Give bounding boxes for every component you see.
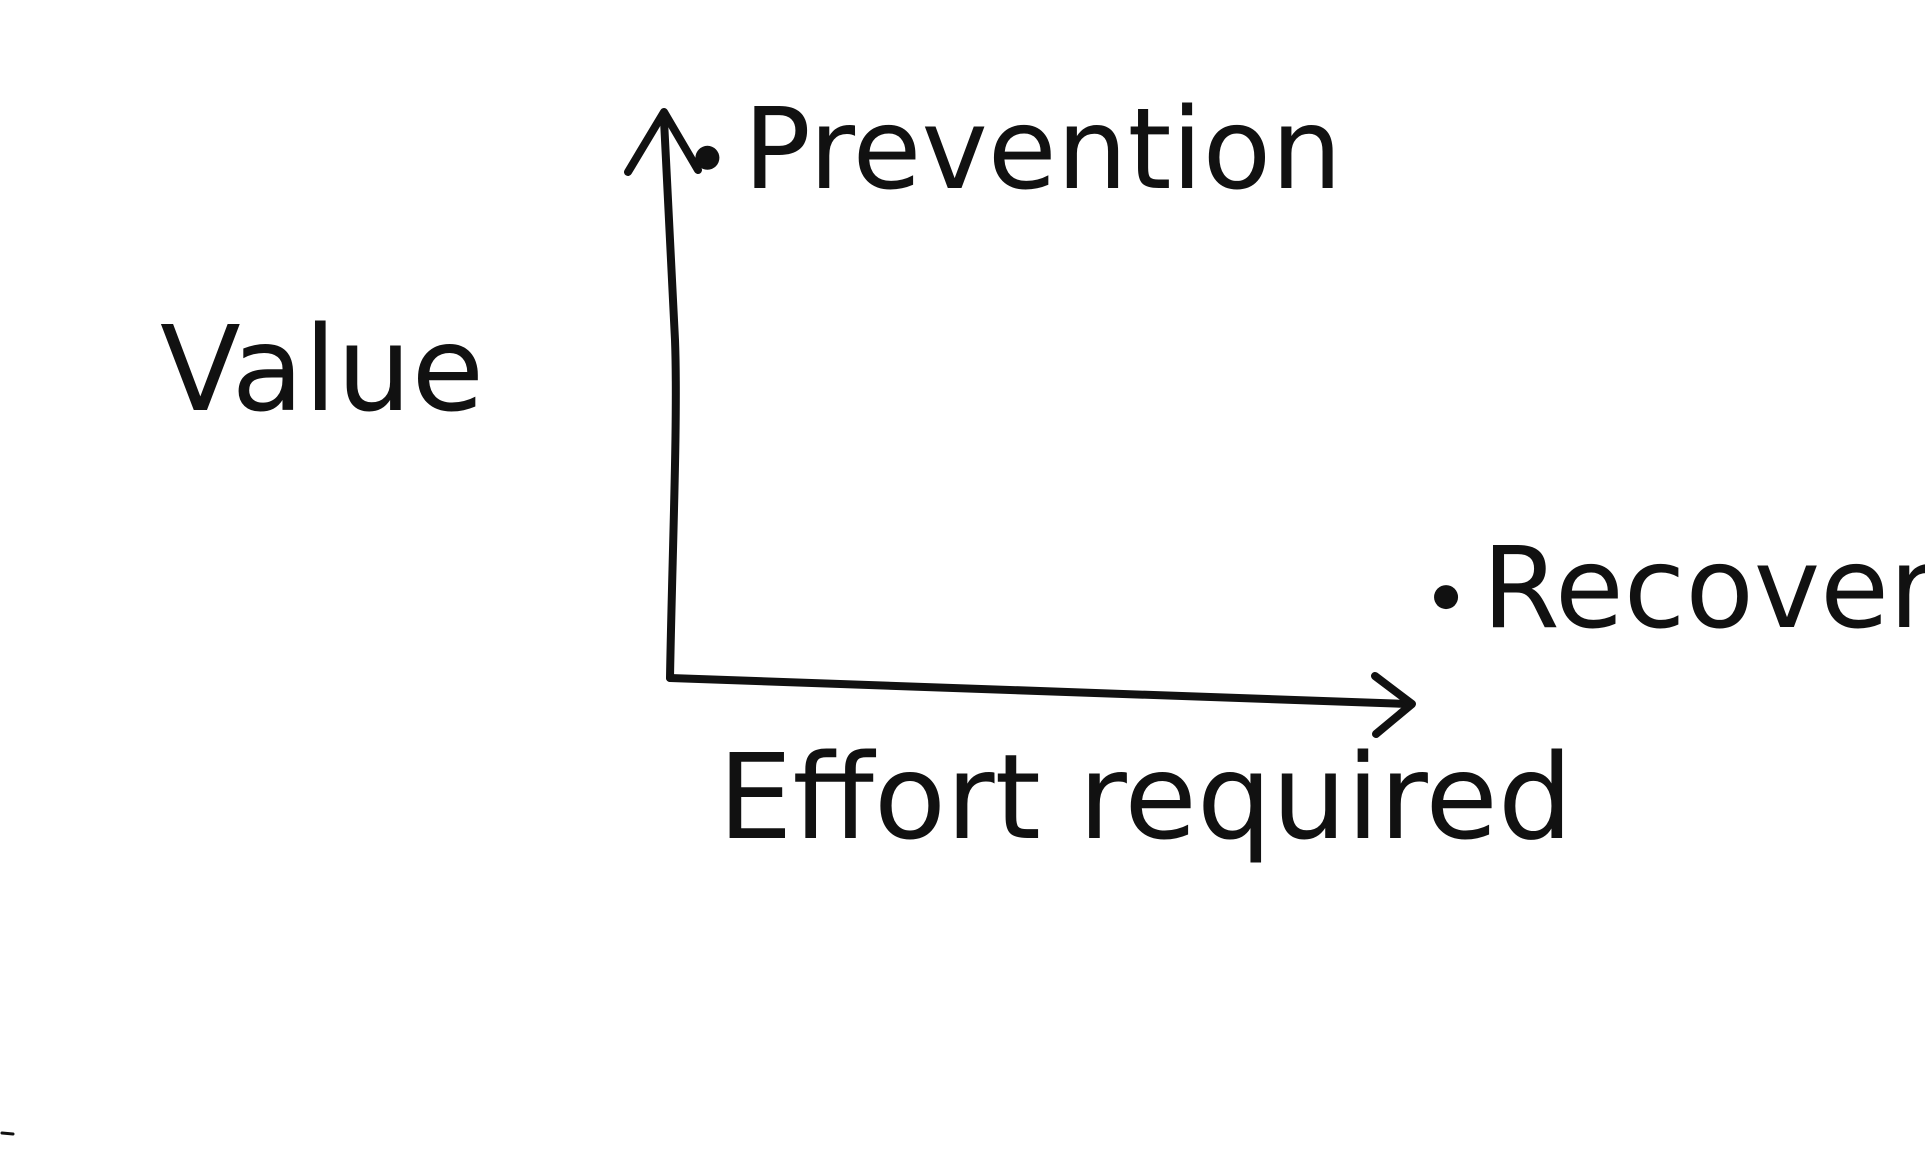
point-marker-prevention <box>695 145 720 170</box>
x-axis-arrowhead <box>1371 672 1416 738</box>
x-axis-label: Effort required <box>718 728 1573 866</box>
y-axis-line <box>660 116 680 682</box>
point-marker-recovery <box>1434 585 1459 610</box>
point-label-prevention: Prevention <box>743 85 1342 215</box>
points-layer: PreventionRecovery <box>695 85 1925 654</box>
x-axis-line <box>666 674 1412 708</box>
y-axis-label: Value <box>160 300 484 438</box>
stray-pen-mark <box>0 1131 15 1136</box>
point-label-recovery: Recovery <box>1482 524 1925 654</box>
y-axis-arrowhead <box>624 108 702 176</box>
